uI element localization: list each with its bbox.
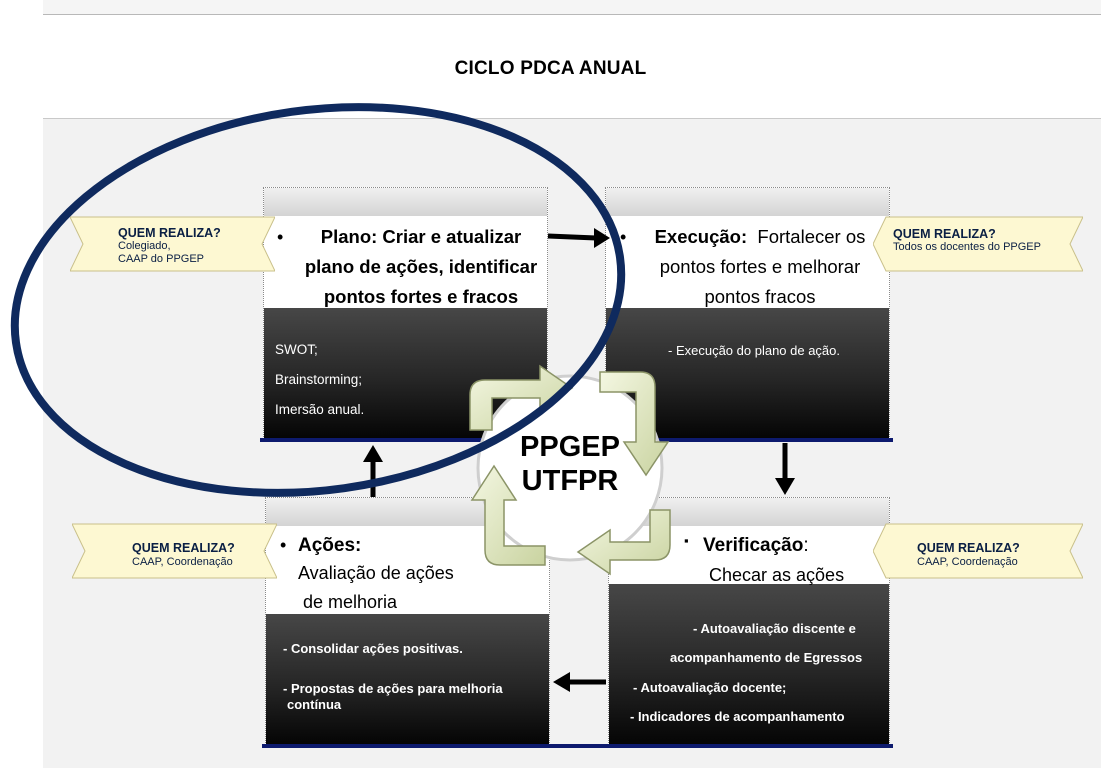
execucao-bullet: • (620, 227, 627, 247)
execucao-heading-line-3: pontos fracos (704, 286, 816, 307)
center-line-2: UTFPR (521, 465, 619, 497)
plano-bullet: • (277, 227, 284, 247)
acoes-dark-block (266, 614, 549, 744)
ribbon-plano-sub-1: Colegiado, (118, 240, 171, 252)
verificacao-colon: : (803, 535, 809, 556)
ribbon-acoes-sub-1: CAAP, Coordenação (132, 556, 233, 568)
acoes-bullet: • (280, 535, 287, 555)
execucao-heading-line-1: Execução: Fortalecer os (640, 222, 880, 252)
verificacao-item-indicadores: - Indicadores de acompanhamento (630, 709, 845, 724)
verificacao-underline (605, 744, 893, 748)
acoes-item-consolidar: - Consolidar ações positivas. (283, 641, 463, 656)
verificacao-item-discente: - Autoavaliação discente e (693, 621, 856, 636)
plano-heading: Plano: Criar e atualizar plano de ações,… (296, 222, 546, 312)
top-band (43, 0, 1101, 15)
execucao-heading: Execução: Fortalecer os pontos fortes e … (640, 222, 880, 312)
acoes-item-propostas: - Propostas de ações para melhoria (283, 681, 503, 696)
verificacao-item-docente: - Autoavaliação docente; (633, 680, 787, 695)
plano-heading-line-2: plano de ações, identificar (304, 256, 538, 277)
acoes-line-1: Avaliação de ações (298, 563, 454, 583)
plano-heading-line-1: Plano: Criar e atualizar (320, 226, 522, 247)
ribbon-verificacao-sub-1: CAAP, Coordenação (917, 556, 1018, 568)
page-title: CICLO PDCA ANUAL (454, 58, 647, 79)
plano-item-brainstorming: Brainstorming; (275, 372, 363, 387)
execucao-bold: Execução: (654, 226, 748, 247)
verificacao-item-egressos: acompanhamento de Egressos (670, 650, 863, 665)
plano-header-bar (264, 188, 547, 216)
verificacao-heading: Verificação: (703, 531, 809, 561)
execucao-rest: Fortalecer os (757, 226, 866, 247)
verificacao-box (605, 497, 893, 748)
verificacao-dark-block (609, 584, 889, 744)
ribbon-execucao-title: QUEM REALIZA? (893, 227, 996, 241)
ribbon-verificacao: QUEM REALIZA? CAAP, Coordenação (873, 522, 1083, 580)
execucao-dark-block (606, 308, 889, 438)
plano-item-swot: SWOT; (275, 342, 318, 357)
acoes-bold: Ações: (298, 535, 362, 556)
verificacao-line-2: Checar as ações (709, 565, 845, 585)
center-label: PPGEP UTFPR (500, 430, 640, 498)
acoes-item-continua: contínua (287, 697, 342, 712)
execucao-item-plano: - Execução do plano de ação. (668, 343, 841, 358)
ribbon-acoes-shape (72, 523, 277, 579)
ribbon-execucao: QUEM REALIZA? Todos os docentes do PPGEP (873, 215, 1083, 273)
ribbon-verificacao-title: QUEM REALIZA? (917, 541, 1020, 555)
ribbon-acoes-title: QUEM REALIZA? (132, 541, 235, 555)
verificacao-header-bar (609, 498, 889, 526)
ribbon-plano-sub-2: CAAP do PPGEP (118, 253, 205, 265)
execucao-underline (602, 438, 893, 442)
ribbon-acoes: QUEM REALIZA? CAAP, Coordenação (72, 522, 277, 580)
ribbon-plano-title: QUEM REALIZA? (118, 226, 221, 240)
acoes-line-2: de melhoria (303, 592, 398, 612)
execucao-header-bar (606, 188, 889, 216)
ribbon-execucao-sub-1: Todos os docentes do PPGEP (893, 241, 1041, 253)
ribbon-plano: QUEM REALIZA? Colegiado, CAAP do PPGEP (70, 215, 275, 273)
plano-heading-line-3: pontos fortes e fracos (323, 286, 519, 307)
acoes-header-bar (266, 498, 549, 526)
ribbon-execucao-shape (873, 216, 1083, 272)
verificacao-bold: Verificação (703, 535, 804, 556)
plano-item-imersao: Imersão anual. (275, 402, 365, 417)
center-line-1: PPGEP (520, 431, 620, 463)
ribbon-verificacao-shape (873, 523, 1083, 579)
acoes-underline (262, 744, 609, 748)
ribbon-plano-shape (70, 216, 275, 272)
verificacao-bullet: ▪ (684, 533, 689, 548)
execucao-heading-line-2: pontos fortes e melhorar (659, 256, 861, 277)
